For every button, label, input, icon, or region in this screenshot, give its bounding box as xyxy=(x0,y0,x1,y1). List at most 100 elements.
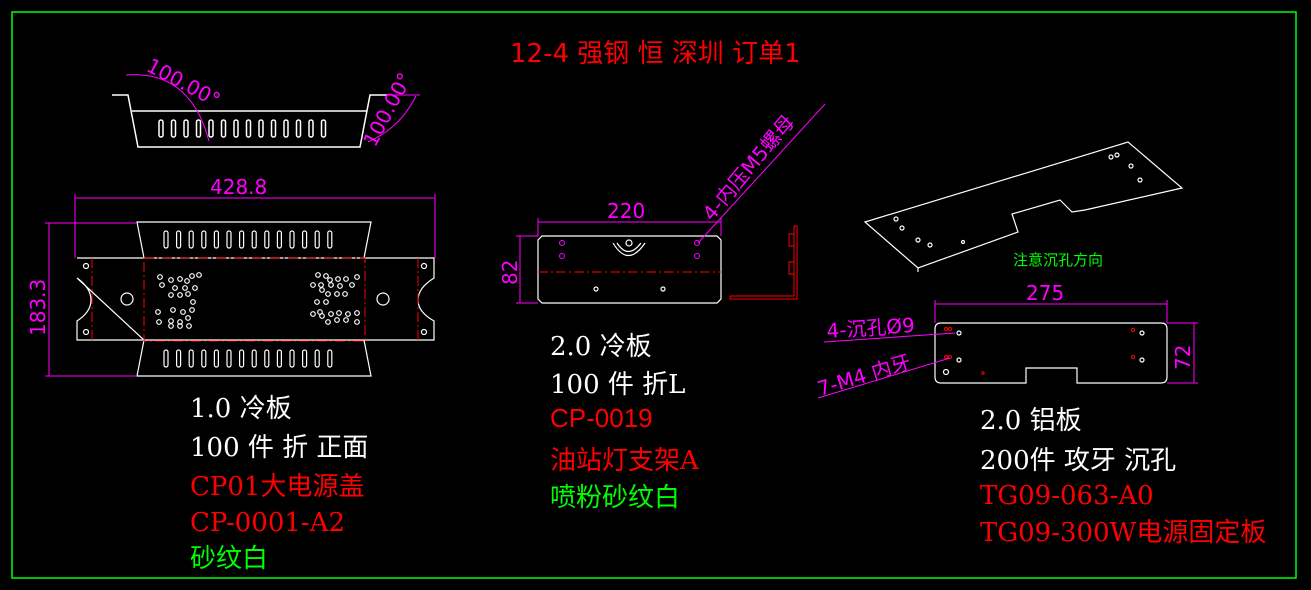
vent-hole xyxy=(318,282,324,288)
part3-dims xyxy=(817,300,1198,399)
vent-hole xyxy=(345,311,351,317)
slot xyxy=(163,230,169,249)
part3-label: 2.0 铝板 200件 攻牙 沉孔 TG09-063-A0 TG09-300W电… xyxy=(980,406,1266,548)
part3-name: TG09-300W电源固定板 xyxy=(980,518,1266,548)
part2-callout: 4-内压M5螺母 xyxy=(697,110,799,225)
slot xyxy=(276,349,282,368)
slot xyxy=(308,119,314,138)
slot xyxy=(283,119,289,138)
vent-hole xyxy=(325,291,331,297)
vent-hole xyxy=(170,307,176,313)
vent-hole xyxy=(310,311,316,317)
part1-label: 1.0 冷板 100 件 折 正面 CP01大电源盖 CP-0001-A2 砂纹… xyxy=(190,394,368,574)
part1-angle-left: 100.00° xyxy=(143,53,225,112)
vent-hole xyxy=(343,317,349,323)
part1-finish: 砂纹白 xyxy=(190,544,268,574)
vent-hole xyxy=(319,287,325,293)
vent-hole xyxy=(184,278,190,284)
slot xyxy=(195,119,202,138)
part3-note: 注意沉孔方向 xyxy=(1013,251,1103,269)
part2-dims xyxy=(516,103,826,304)
vent-hole xyxy=(335,276,341,282)
slot xyxy=(320,119,327,138)
vent-hole xyxy=(189,273,195,279)
slot xyxy=(295,119,302,138)
part2-width-dim: 220 xyxy=(607,199,645,223)
part1-angle-dims xyxy=(125,74,420,143)
part2-code: CP-0019 xyxy=(550,403,653,433)
vent-hole xyxy=(185,315,191,321)
vent-hole xyxy=(349,282,355,288)
vent-hole xyxy=(180,309,186,315)
vent-hole xyxy=(337,283,343,289)
vent-hole xyxy=(177,323,183,329)
slot xyxy=(314,230,320,249)
vent-hole xyxy=(168,323,174,329)
part2-material: 2.0 冷板 xyxy=(550,332,652,362)
part2-holes xyxy=(559,240,700,259)
slot xyxy=(201,349,207,368)
slot xyxy=(258,119,264,138)
vent-hole xyxy=(328,311,334,317)
part3-material: 2.0 铝板 xyxy=(980,406,1082,436)
part1-material: 1.0 冷板 xyxy=(190,394,292,424)
part3-width-dim: 275 xyxy=(1026,281,1064,305)
slot xyxy=(220,119,227,138)
slot xyxy=(276,230,282,249)
part2-name: 油站灯支架A xyxy=(550,446,700,476)
vent-hole xyxy=(323,273,329,279)
slot xyxy=(176,230,182,249)
slot xyxy=(163,349,169,368)
vent-hole xyxy=(314,299,320,305)
slot xyxy=(251,230,257,249)
slot xyxy=(213,349,219,368)
vent-hole xyxy=(310,282,316,288)
slot xyxy=(233,119,239,138)
vent-hole xyxy=(354,274,360,280)
vent-hole xyxy=(156,319,162,325)
part3-height-dim: 72 xyxy=(1171,345,1195,370)
vent-hole xyxy=(334,291,340,297)
slot xyxy=(188,349,194,368)
slot xyxy=(176,349,182,368)
vent-hole xyxy=(168,292,174,298)
slot xyxy=(170,119,177,138)
drawing-border xyxy=(11,11,1297,579)
part2-height-dim: 82 xyxy=(498,260,522,285)
vent-hole xyxy=(323,299,329,305)
part1-bend-lines xyxy=(91,257,419,342)
vent-hole xyxy=(155,309,161,315)
slot xyxy=(158,119,164,138)
slot xyxy=(239,230,245,249)
vent-hole xyxy=(334,317,340,323)
part1-code: CP-0001-A2 xyxy=(190,508,345,538)
slot xyxy=(213,230,219,249)
part1-side-view xyxy=(112,94,387,148)
slot xyxy=(327,349,333,368)
part3-countersink-callout: 4-沉孔Ø9 xyxy=(826,313,916,343)
part3-isometric-view xyxy=(863,141,1184,272)
vent-hole xyxy=(319,313,325,319)
slot xyxy=(226,349,232,368)
vent-hole xyxy=(325,319,331,325)
part1-height-dim: 183.3 xyxy=(26,279,50,336)
vent-hole xyxy=(343,276,349,282)
vent-hole xyxy=(185,291,191,297)
part3-front-view xyxy=(934,322,1168,384)
vent-hole xyxy=(354,319,360,325)
vent-hole xyxy=(342,291,348,297)
part2-quantity: 100 件 折L xyxy=(550,370,685,400)
part2-label: 2.0 冷板 100 件 折L CP-0019 油站灯支架A 喷粉砂纹白 xyxy=(550,332,700,513)
vent-hole xyxy=(336,310,342,316)
part1-name: CP01大电源盖 xyxy=(190,472,364,502)
slot xyxy=(302,230,308,249)
part1-width-dim: 428.8 xyxy=(210,175,267,199)
part1-quantity: 100 件 折 正面 xyxy=(190,433,368,463)
slot xyxy=(245,119,252,138)
vent-hole xyxy=(159,282,165,288)
slot xyxy=(289,349,295,368)
slot xyxy=(314,349,320,368)
slot xyxy=(289,230,295,249)
